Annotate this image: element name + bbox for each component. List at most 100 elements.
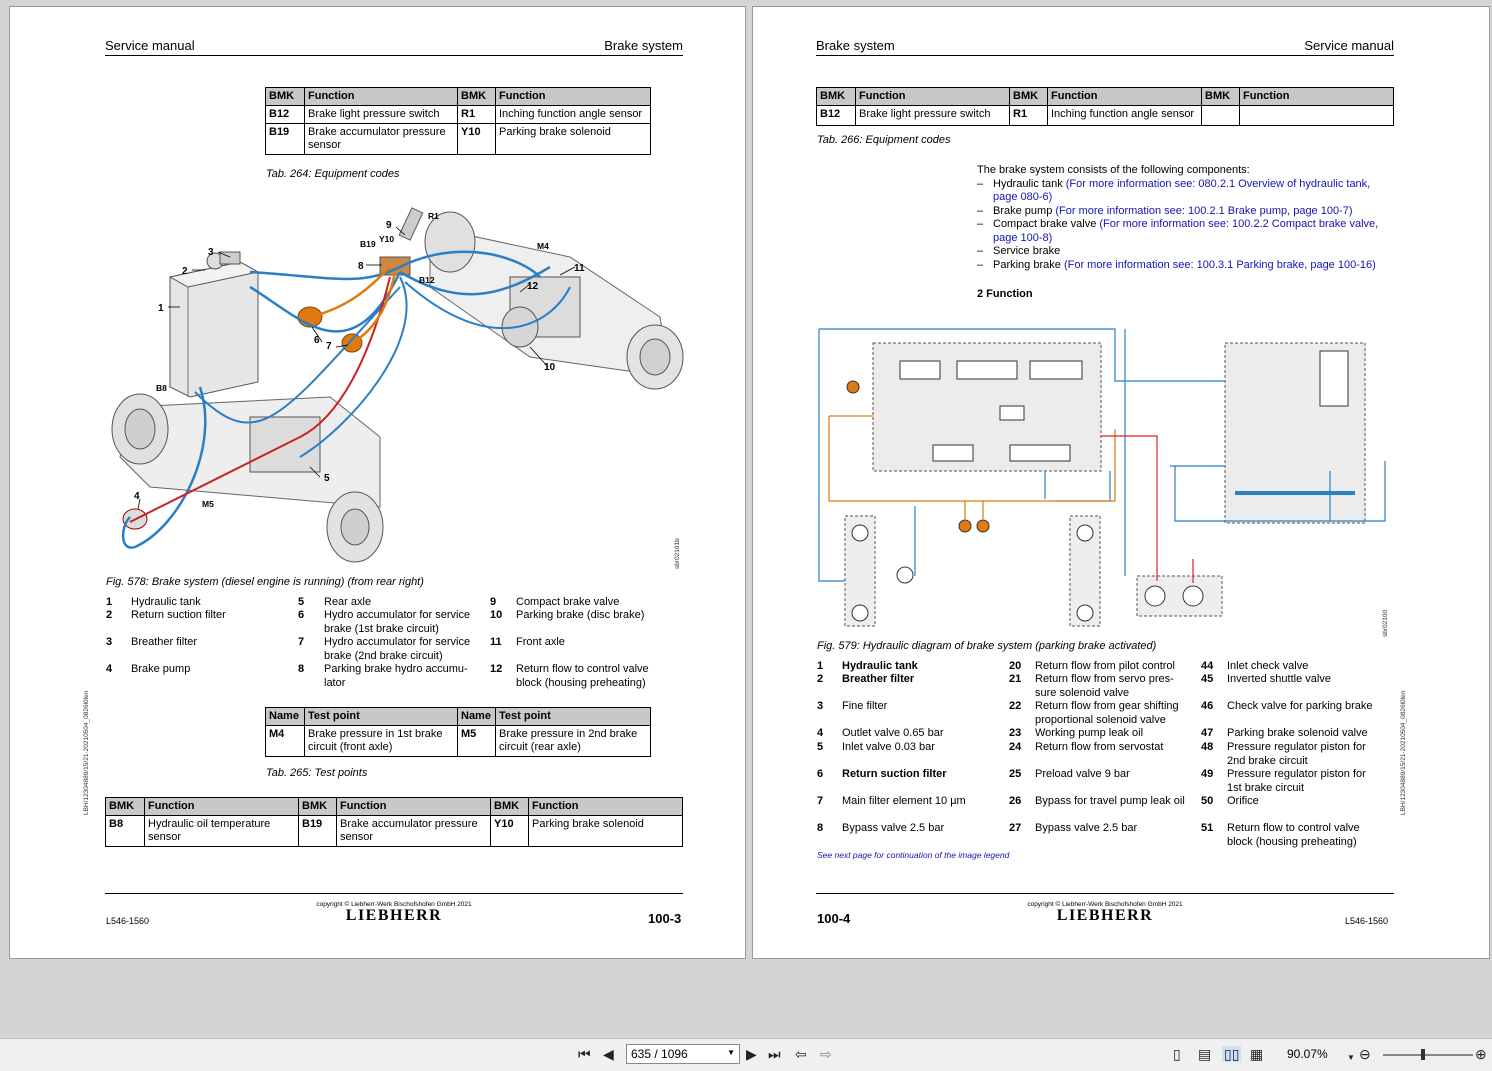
equipment-codes-table-264: BMK Function BMK Function B12 Brake ligh…	[265, 87, 651, 155]
test-points-table-265: Name Test point Name Test point M4 Brake…	[265, 707, 651, 757]
legend-number: 5	[817, 741, 824, 753]
fig-label: 5	[324, 473, 330, 484]
fig-label: 4	[134, 491, 140, 502]
legend-text: Inlet valve 0.03 bar	[842, 741, 935, 753]
legend-number: 2	[817, 673, 824, 685]
col-header: Name	[265, 707, 305, 726]
cell: M4	[265, 725, 305, 757]
table-row: B12 Brake light pressure switch R1 Inchi…	[265, 105, 651, 124]
item-text: Service brake	[993, 245, 1061, 257]
cell: Parking brake solenoid	[528, 815, 683, 847]
table-caption: Tab. 264: Equipment codes	[266, 168, 400, 180]
last-page-icon[interactable]: ⏭	[768, 1046, 781, 1062]
fig-label: Y10	[379, 234, 394, 244]
fig-label: 7	[326, 341, 332, 352]
legend-number: 45	[1201, 673, 1214, 685]
fig-label: 10	[544, 362, 556, 373]
legend-text: Fine filter	[842, 700, 888, 712]
go-forward-icon[interactable]: ⇨	[820, 1046, 832, 1062]
zoom-dropdown-icon[interactable]: ▼	[1347, 1053, 1355, 1062]
footer-divider	[105, 893, 683, 894]
legend-number: 21	[1009, 673, 1022, 685]
legend-number: 6	[817, 768, 824, 780]
table-row: B12 Brake light pressure switch R1 Inchi…	[816, 105, 1394, 126]
fig-label: 3	[208, 247, 214, 258]
col-header: Function	[304, 87, 458, 106]
fig-label: 9	[386, 220, 392, 231]
zoom-in-icon[interactable]: ⊕	[1475, 1046, 1487, 1062]
next-page-icon[interactable]: ▶	[746, 1046, 757, 1062]
fig-label: R1	[428, 211, 439, 221]
prev-page-icon[interactable]: ◀	[603, 1046, 614, 1062]
cell: Y10	[457, 123, 496, 155]
single-page-icon[interactable]: ▯	[1173, 1046, 1181, 1062]
figure-code: sbr02101b	[674, 538, 681, 569]
col-header: Name	[457, 707, 496, 726]
zoom-slider-thumb[interactable]	[1421, 1049, 1425, 1060]
page-header: Brake system Service manual	[816, 38, 1394, 56]
legend-text: Breather filter	[131, 636, 198, 648]
two-page-continuous-icon[interactable]: ▦	[1250, 1046, 1264, 1062]
legend-text: Parking brake (disc brake)	[516, 609, 645, 621]
first-page-icon[interactable]: ⏮	[578, 1046, 591, 1062]
legend-number: 9	[490, 596, 497, 608]
list-item: –Service brake	[977, 245, 1061, 257]
legend-text: Bypass valve 2.5 bar	[842, 822, 945, 834]
zoom-slider[interactable]	[1383, 1049, 1473, 1060]
legend-number: 4	[817, 727, 824, 739]
page-number: 100-3	[648, 911, 682, 926]
cell: Hydraulic oil temperature sensor	[144, 815, 299, 847]
list-item: –Hydraulic tank (For more information se…	[977, 177, 1371, 204]
cross-reference-link[interactable]: (For more information see: 100.2.2 Compa…	[993, 218, 1379, 244]
zoom-level[interactable]: 90.07%	[1287, 1047, 1328, 1061]
col-header: Test point	[495, 707, 651, 726]
legend-text: Pressure regulator piston for 2nd brake …	[1227, 741, 1366, 767]
cell: B19	[265, 123, 305, 155]
legend-number: 6	[298, 609, 305, 621]
continuation-note[interactable]: See next page for continuation of the im…	[817, 850, 1010, 860]
cell: B8	[105, 815, 145, 847]
cross-reference-link[interactable]: (For more information see: 100.2.1 Brake…	[1055, 204, 1353, 217]
cross-reference-link[interactable]: (For more information see: 100.3.1 Parki…	[1063, 258, 1376, 271]
document-id: LBH/12304889/15/21-20210504_0826l0len	[83, 690, 90, 815]
legend-number: 27	[1009, 822, 1022, 834]
left-page: Service manual Brake system BMK Function…	[9, 6, 746, 959]
document-id: LBH/12304889/15/21-20210504_0826l0len	[1400, 690, 1407, 815]
cross-reference-link[interactable]: (For more information see: 080.2.1 Overv…	[993, 177, 1371, 204]
cell	[1201, 105, 1240, 126]
legend-number: 47	[1201, 727, 1214, 739]
diagram-caption: Fig. 579: Hydraulic diagram of brake sys…	[817, 640, 1157, 652]
legend-number: 44	[1201, 660, 1214, 672]
cell: Brake pressure in 1st brake circuit (fro…	[304, 725, 458, 757]
legend-number: 2	[106, 609, 113, 621]
legend-number: 7	[817, 795, 824, 807]
right-page: Brake system Service manual BMK Function…	[752, 6, 1490, 959]
item-text: Hydraulic tank	[993, 177, 1063, 190]
fig-label: B12	[419, 275, 435, 285]
col-header: BMK	[1009, 87, 1048, 106]
page-indicator: 635 / 1096	[631, 1047, 688, 1061]
page-number-input[interactable]: 635 / 1096 ▼	[626, 1044, 740, 1064]
two-page-icon[interactable]: ▯▯	[1222, 1046, 1242, 1062]
zoom-out-icon[interactable]: ⊖	[1359, 1046, 1371, 1062]
fig-label: M5	[202, 499, 214, 509]
legend-text: Return flow from servostat	[1035, 741, 1164, 753]
chevron-down-icon[interactable]: ▼	[727, 1048, 735, 1057]
item-text: Brake pump	[993, 204, 1053, 217]
legend-number: 3	[106, 636, 113, 648]
cell: Parking brake solenoid	[495, 123, 651, 155]
legend-number: 20	[1009, 660, 1022, 672]
legend-text: Pressure regulator piston for 1st brake …	[1227, 768, 1366, 794]
legend-number: 22	[1009, 700, 1022, 712]
legend-number: 1	[817, 660, 824, 672]
table-caption: Tab. 266: Equipment codes	[817, 134, 951, 146]
page-header: Service manual Brake system	[105, 38, 683, 56]
list-item: –Brake pump (For more information see: 1…	[977, 204, 1353, 217]
col-header: Function	[1047, 87, 1202, 106]
go-back-icon[interactable]: ⇦	[795, 1046, 807, 1062]
cell: B12	[816, 105, 856, 126]
model-number: L546-1560	[106, 916, 150, 926]
continuous-icon[interactable]: ▤	[1198, 1046, 1212, 1062]
figure-caption: Fig. 578: Brake system (diesel engine is…	[106, 576, 424, 588]
